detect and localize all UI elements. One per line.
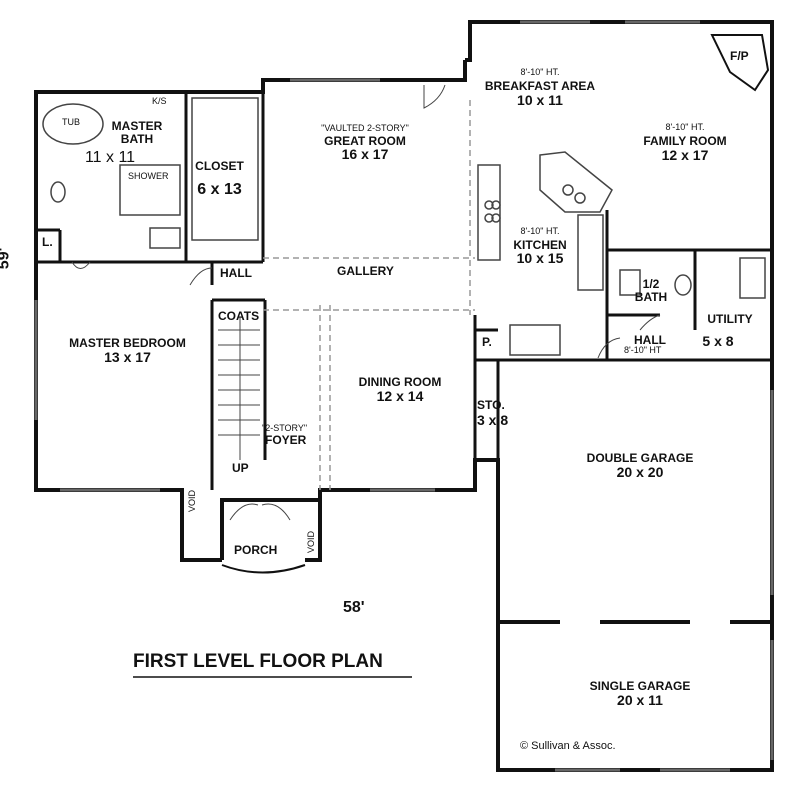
dining-room-size: 12 x 14 — [376, 388, 424, 404]
kitchen-name: KITCHEN — [513, 238, 567, 252]
closet-size: 6 x 13 — [197, 181, 242, 198]
master-bath-size: 11 x 11 — [84, 149, 136, 166]
kitchen-height: 8'-10" HT. — [520, 226, 560, 236]
linen-label: L. — [42, 235, 53, 249]
dashed-openings — [263, 100, 475, 490]
fixtures — [42, 97, 766, 299]
closet-name: CLOSET — [195, 159, 244, 173]
foyer-note: "2-STORY" — [262, 423, 308, 433]
fireplace-shape — [710, 34, 770, 92]
porch-label: PORCH — [234, 543, 278, 557]
gallery-label: GALLERY — [337, 264, 394, 278]
single-garage-name: SINGLE GARAGE — [589, 679, 691, 693]
void-right-label: VOID — [306, 530, 316, 553]
tub-label: TUB — [62, 117, 80, 127]
ks-label: K/S — [152, 96, 167, 106]
depth-dimension: 59' — [0, 247, 13, 270]
stair — [218, 318, 260, 460]
hall-lower-name: HALL — [634, 333, 666, 347]
hall-upper-label: HALL — [220, 266, 252, 280]
master-bedroom-size: 13 x 17 — [104, 349, 151, 365]
void-left-label: VOID — [187, 489, 197, 512]
kitchen-counters — [477, 151, 613, 356]
half-bath-label: 1/2 BATH — [634, 277, 668, 304]
single-garage-size: 20 x 11 — [617, 692, 663, 708]
master-bedroom-name: MASTER BEDROOM — [69, 336, 186, 350]
copyright-label: © Sullivan & Assoc. — [520, 740, 616, 752]
breakfast-height: 8'-10" HT. — [520, 67, 560, 77]
plan-title: FIRST LEVEL FLOOR PLAN — [133, 651, 383, 672]
family-room-name: FAMILY ROOM — [643, 134, 727, 148]
utility-size: 5 x 8 — [702, 333, 734, 349]
pantry-label: P. — [482, 335, 492, 349]
foyer-name: FOYER — [265, 433, 307, 447]
great-room-size: 16 x 17 — [341, 146, 389, 162]
door-swings — [71, 84, 661, 521]
width-dimension: 58' — [343, 599, 365, 616]
windows — [34, 20, 774, 772]
family-room-size: 12 x 17 — [661, 147, 709, 163]
great-room-name: GREAT ROOM — [324, 134, 406, 148]
hall-lower-height: 8'-10" HT — [624, 345, 662, 355]
utility-name: UTILITY — [707, 312, 753, 326]
kitchen-size: 10 x 15 — [516, 250, 564, 266]
dining-room-name: DINING ROOM — [358, 375, 442, 389]
breakfast-size: 10 x 11 — [517, 92, 563, 108]
double-garage-size: 20 x 20 — [616, 464, 664, 480]
great-room-note: "VAULTED 2-STORY" — [321, 123, 409, 133]
breakfast-name: BREAKFAST AREA — [484, 79, 596, 93]
family-room-height: 8'-10" HT. — [665, 122, 705, 132]
interior-walls — [36, 92, 772, 490]
porch-arc — [221, 564, 306, 574]
stair-up-label: UP — [232, 461, 249, 475]
storage-name: STO. — [477, 398, 505, 412]
master-bath-name: MASTER BATH — [111, 119, 163, 146]
coats-label: COATS — [218, 309, 260, 323]
shower-label: SHOWER — [128, 171, 169, 181]
double-garage-name: DOUBLE GARAGE — [586, 451, 694, 465]
storage-size: 3 x 8 — [477, 412, 509, 428]
fireplace-label: F/P — [730, 49, 749, 63]
